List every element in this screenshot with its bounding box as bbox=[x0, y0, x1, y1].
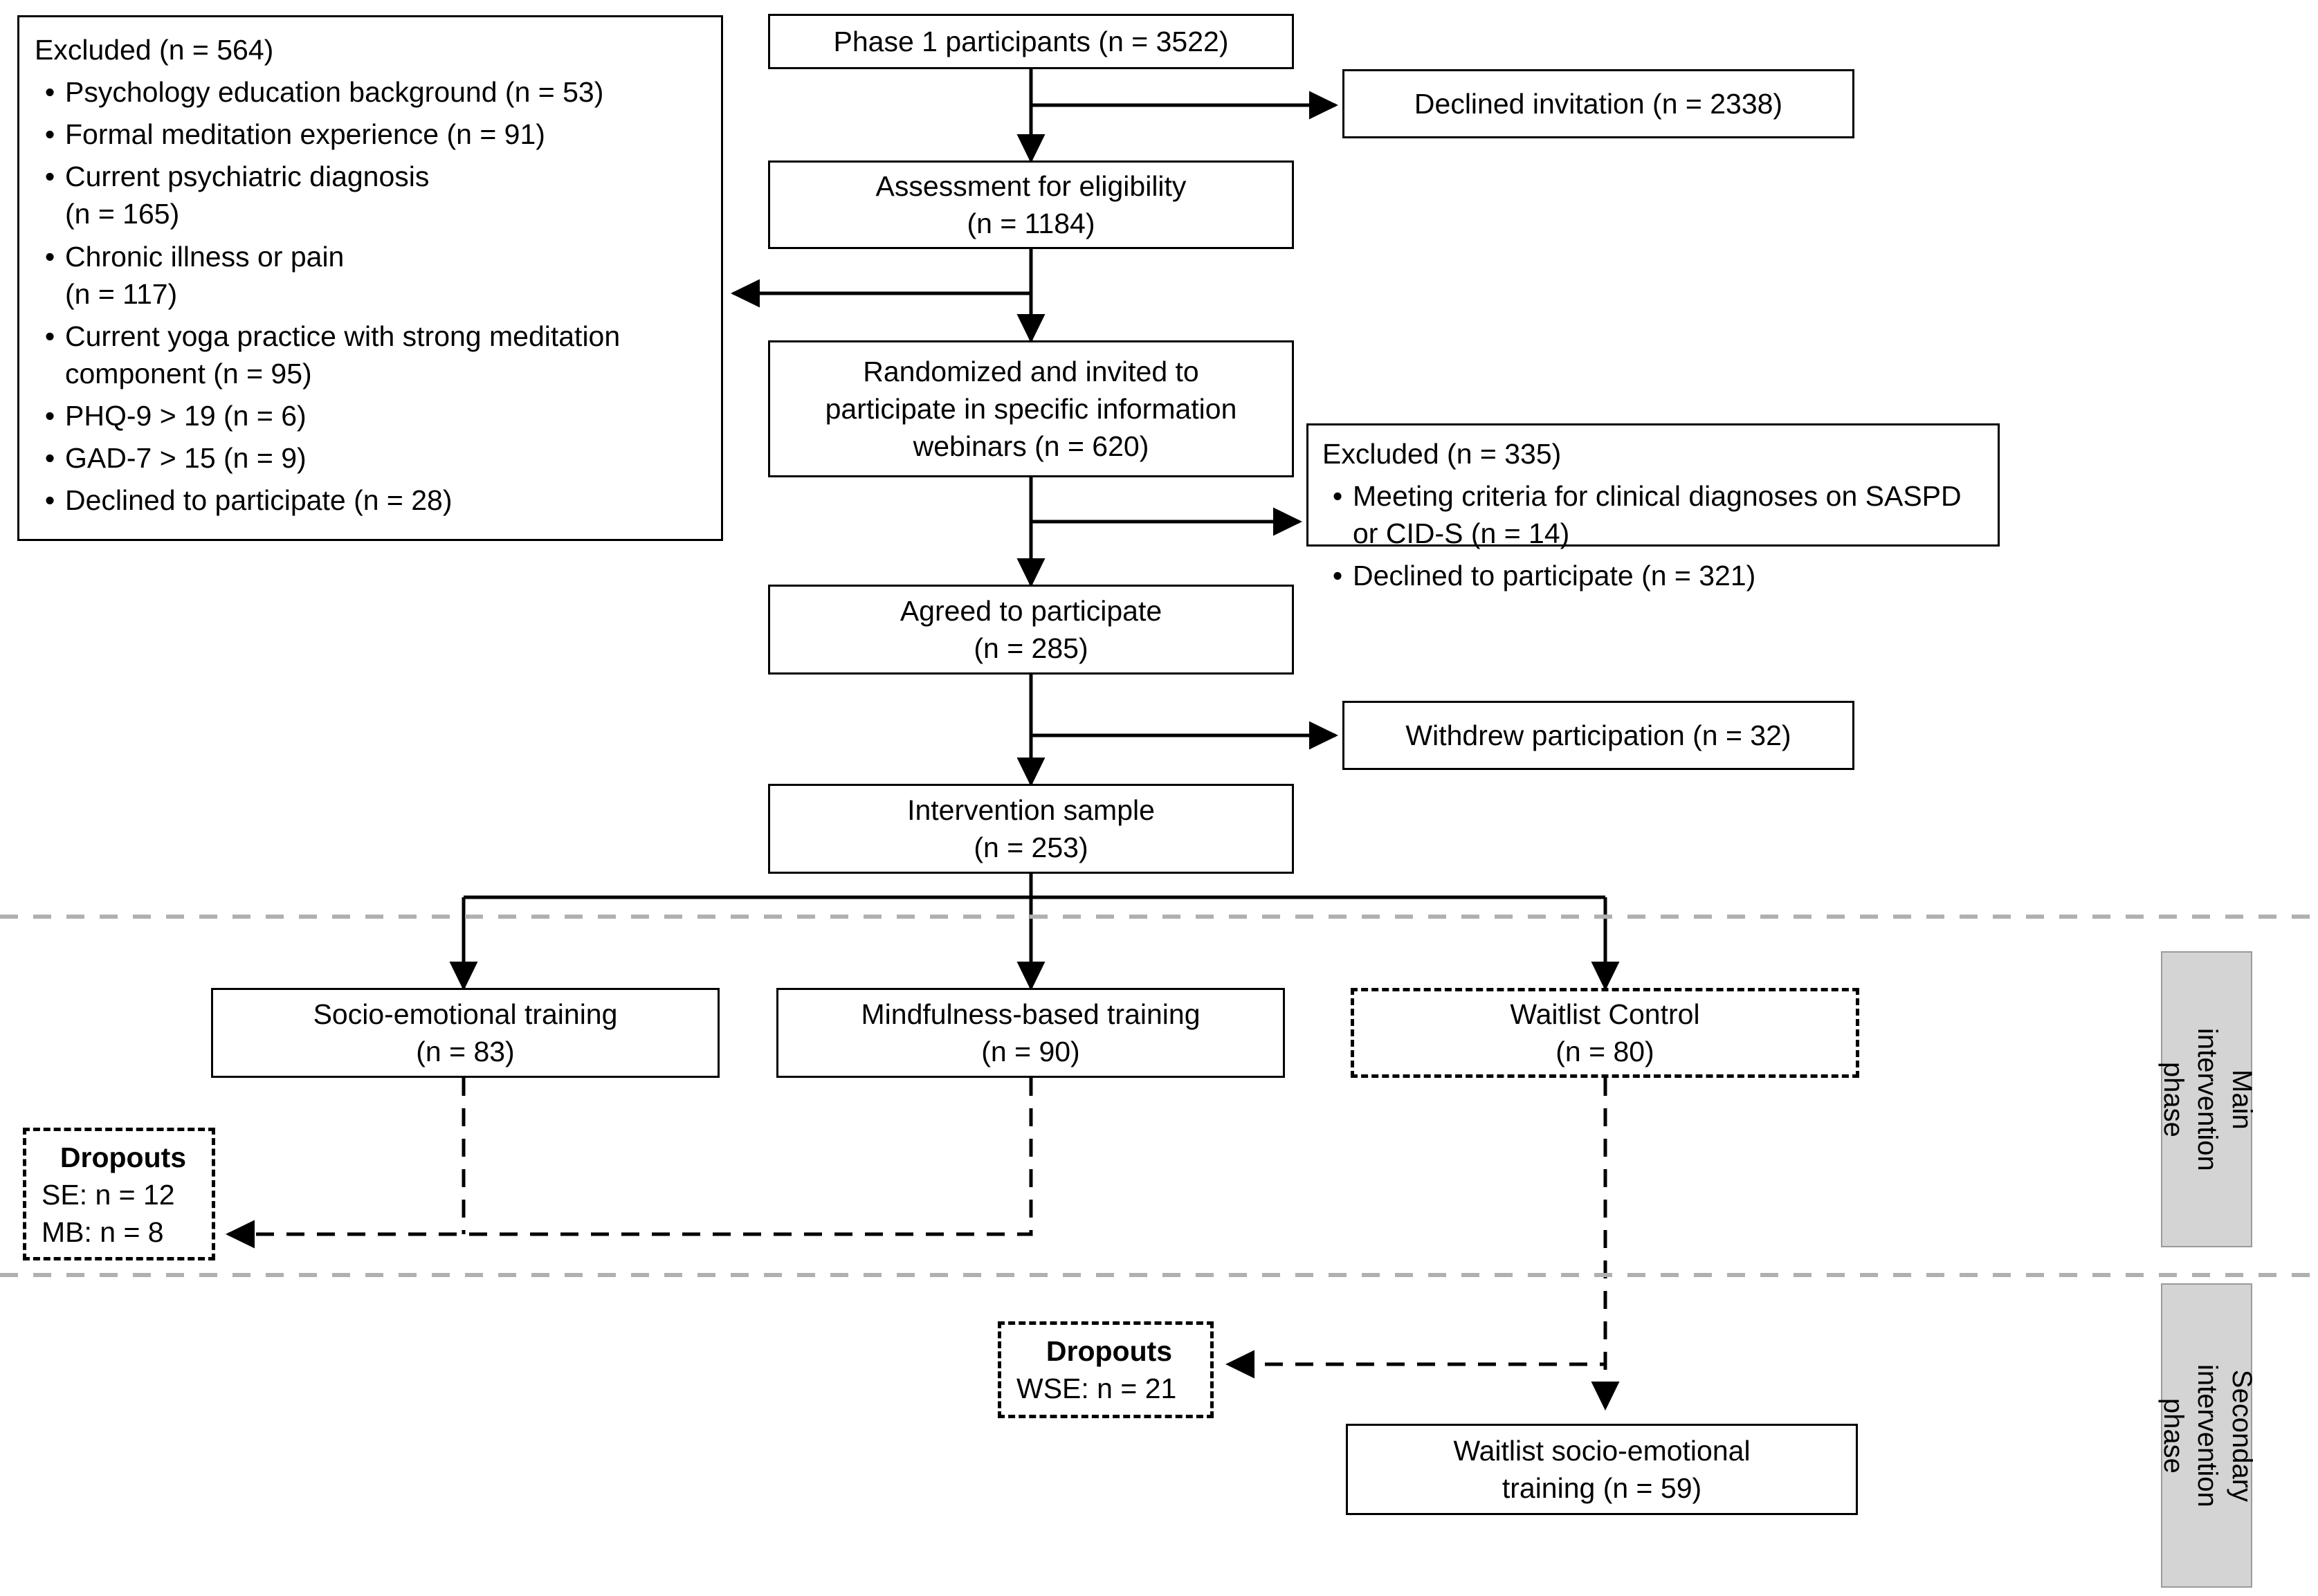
edge-waitlist-to-dropouts-secondary bbox=[1225, 1078, 1607, 1379]
bullet-glyph: • bbox=[44, 399, 55, 432]
list-item: • Chronic illness or pain (n = 117) bbox=[35, 238, 709, 313]
list-item-text: Formal meditation experience (n = 91) bbox=[65, 118, 545, 151]
bullet-glyph: • bbox=[44, 160, 55, 193]
node-agreed[interactable]: Agreed to participate (n = 285) bbox=[768, 585, 1294, 675]
node-eligibility-line2: (n = 1184) bbox=[967, 208, 1095, 239]
excluded-2-header: Excluded (n = 335) bbox=[1322, 438, 1562, 470]
bullet-glyph: • bbox=[1332, 560, 1343, 592]
node-intervention-sample[interactable]: Intervention sample (n = 253) bbox=[768, 784, 1294, 874]
node-waitlist-control-line1: Waitlist Control bbox=[1510, 998, 1700, 1030]
excluded-1-list: • Psychology education background (n = 53… bbox=[35, 68, 709, 519]
list-item: • PHQ-9 > 19 (n = 6) bbox=[35, 397, 709, 434]
node-waitlist-se-training-line1: Waitlist socio-emotional bbox=[1453, 1434, 1751, 1467]
node-waitlist-se-training[interactable]: Waitlist socio-emotional training (n = 5… bbox=[1346, 1424, 1858, 1515]
node-socio-emotional-training[interactable]: Socio-emotional training (n = 83) bbox=[211, 988, 720, 1078]
node-declined-invitation[interactable]: Declined invitation (n = 2338) bbox=[1342, 69, 1854, 138]
list-item-text: Meeting criteria for clinical diagnoses … bbox=[1353, 480, 1962, 550]
bullet-glyph: • bbox=[44, 484, 55, 517]
node-withdrew-line1: Withdrew participation (n = 32) bbox=[1405, 719, 1791, 751]
node-intervention-sample-line1: Intervention sample bbox=[907, 794, 1155, 826]
dropouts-main-title: Dropouts bbox=[60, 1141, 187, 1173]
node-intervention-sample-line2: (n = 253) bbox=[974, 832, 1088, 863]
list-item: • Current psychiatric diagnosis (n = 165) bbox=[35, 158, 709, 232]
node-phase1-line1: Phase 1 participants (n = 3522) bbox=[833, 25, 1229, 57]
edge-mb-dropout-to-dropouts-main bbox=[225, 1078, 1033, 1249]
node-waitlist-control-line2: (n = 80) bbox=[1555, 1036, 1654, 1067]
node-socio-emotional-line1: Socio-emotional training bbox=[313, 998, 618, 1030]
dropouts-main-line1: SE: n = 12 bbox=[42, 1178, 175, 1211]
list-item-text: Declined to participate (n = 321) bbox=[1353, 560, 1756, 592]
dropouts-secondary-title: Dropouts bbox=[1046, 1334, 1173, 1367]
bullet-glyph: • bbox=[44, 442, 55, 475]
node-randomized-line1: Randomized and invited to bbox=[863, 355, 1199, 387]
excluded-1-header: Excluded (n = 564) bbox=[35, 34, 274, 66]
phase-band-main: Main intervention phase bbox=[2157, 951, 2256, 1247]
list-item: • GAD-7 > 15 (n = 9) bbox=[35, 439, 709, 477]
bullet-glyph: • bbox=[44, 76, 55, 109]
bullet-glyph: • bbox=[1332, 480, 1343, 513]
list-item-text: Declined to participate (n = 28) bbox=[65, 484, 453, 517]
phase-band-secondary: Secondary intervention phase bbox=[2157, 1283, 2256, 1588]
dropouts-main-line2: MB: n = 8 bbox=[42, 1216, 164, 1249]
node-eligibility[interactable]: Assessment for eligibility (n = 1184) bbox=[768, 160, 1294, 249]
node-phase1[interactable]: Phase 1 participants (n = 3522) bbox=[768, 14, 1294, 69]
node-excluded-2[interactable]: Excluded (n = 335) • Meeting criteria for… bbox=[1306, 423, 2000, 591]
node-randomized[interactable]: Randomized and invited to participate in… bbox=[768, 340, 1294, 477]
node-eligibility-line1: Assessment for eligibility bbox=[875, 169, 1187, 202]
excluded-2-list: • Meeting criteria for clinical diagnoses… bbox=[1322, 473, 1987, 594]
node-dropouts-main[interactable]: Dropouts SE: n = 12 MB: n = 8 bbox=[23, 1128, 215, 1260]
node-randomized-line3: webinars (n = 620) bbox=[913, 430, 1149, 463]
list-item-text: PHQ-9 > 19 (n = 6) bbox=[65, 399, 307, 432]
list-item-text: Chronic illness or pain (n = 117) bbox=[65, 240, 345, 310]
node-mindfulness-line1: Mindfulness-based training bbox=[861, 998, 1201, 1030]
node-declined-invitation-line1: Declined invitation (n = 2338) bbox=[1414, 87, 1783, 120]
phase-band-secondary-label: Secondary intervention phase bbox=[2157, 1364, 2257, 1507]
node-mindfulness-line2: (n = 90) bbox=[981, 1036, 1080, 1067]
list-item-text: GAD-7 > 15 (n = 9) bbox=[65, 442, 307, 475]
node-randomized-line2: participate in specific information bbox=[825, 392, 1237, 425]
list-item-text: Current psychiatric diagnosis (n = 165) bbox=[65, 160, 430, 230]
bullet-glyph: • bbox=[44, 320, 55, 352]
node-dropouts-secondary[interactable]: Dropouts WSE: n = 21 bbox=[998, 1321, 1214, 1418]
list-item: • Formal meditation experience (n = 91) bbox=[35, 116, 709, 153]
list-item: • Declined to participate (n = 321) bbox=[1322, 557, 1987, 594]
node-agreed-line1: Agreed to participate bbox=[900, 594, 1162, 627]
node-socio-emotional-line2: (n = 83) bbox=[416, 1036, 515, 1067]
node-waitlist-se-training-line2: training (n = 59) bbox=[1502, 1472, 1702, 1504]
list-item: • Current yoga practice with strong medit… bbox=[35, 318, 709, 392]
node-excluded-1[interactable]: Excluded (n = 564) • Psychology education… bbox=[17, 15, 723, 541]
list-item: • Declined to participate (n = 28) bbox=[35, 481, 709, 519]
node-mindfulness-training[interactable]: Mindfulness-based training (n = 90) bbox=[776, 988, 1285, 1078]
dropouts-secondary-line1: WSE: n = 21 bbox=[1016, 1373, 1177, 1404]
list-item-text: Psychology education background (n = 53) bbox=[65, 76, 604, 109]
list-item-text: Current yoga practice with strong medita… bbox=[65, 320, 621, 389]
phase-band-main-label: Main intervention phase bbox=[2157, 1027, 2257, 1171]
list-item: • Meeting criteria for clinical diagnoses… bbox=[1322, 477, 1987, 552]
bullet-glyph: • bbox=[44, 118, 55, 151]
node-withdrew[interactable]: Withdrew participation (n = 32) bbox=[1342, 701, 1854, 770]
list-item: • Psychology education background (n = 53… bbox=[35, 73, 709, 111]
bullet-glyph: • bbox=[44, 240, 55, 273]
node-agreed-line2: (n = 285) bbox=[974, 632, 1088, 664]
node-waitlist-control[interactable]: Waitlist Control (n = 80) bbox=[1351, 988, 1859, 1078]
